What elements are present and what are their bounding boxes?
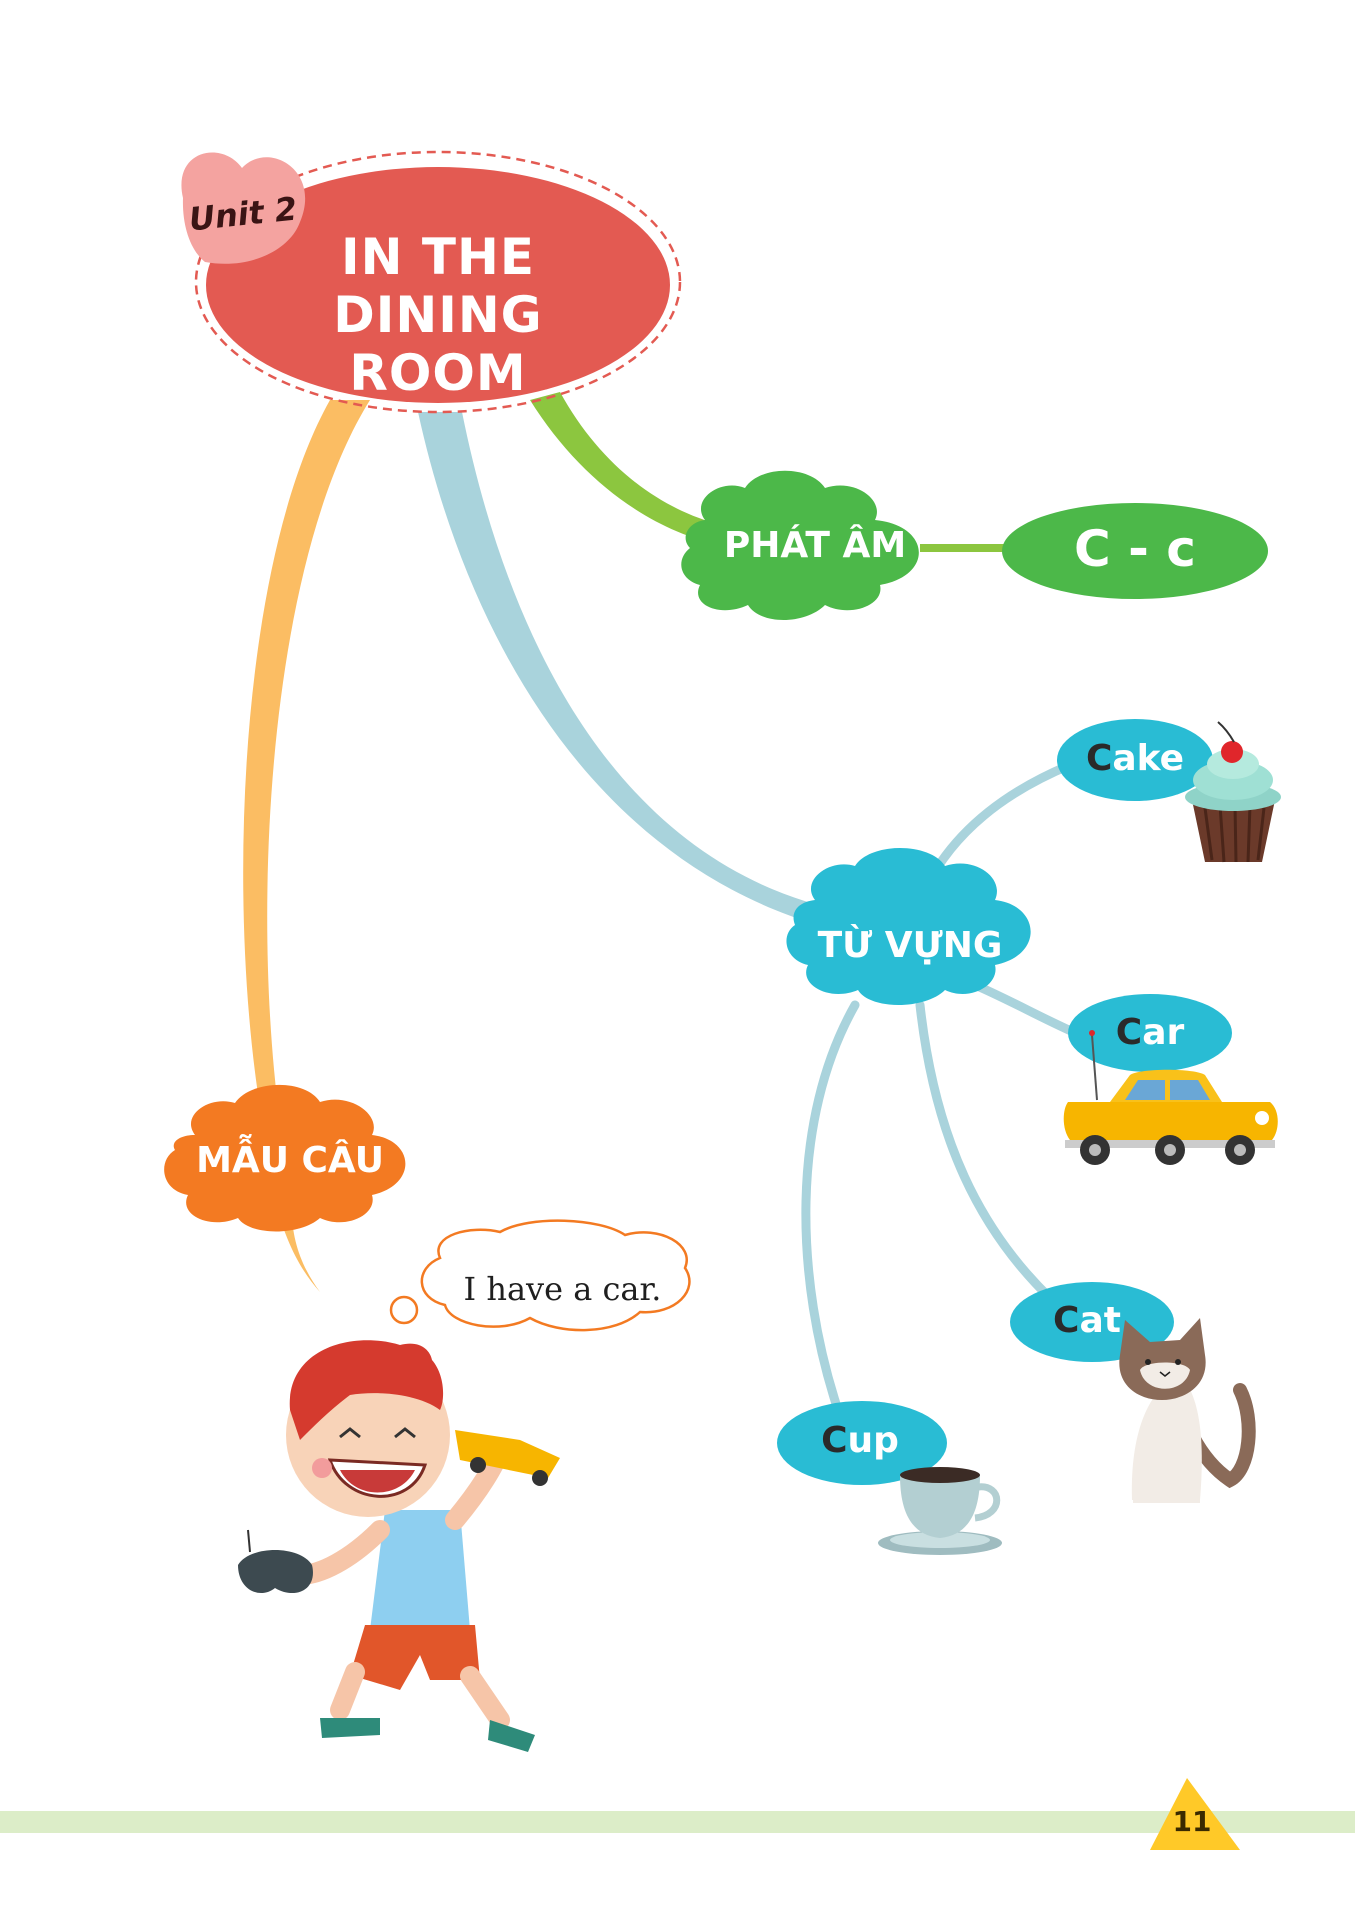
car-bubble bbox=[1068, 994, 1232, 1072]
cup-bubble bbox=[777, 1401, 947, 1485]
footer-bar bbox=[0, 1811, 1355, 1833]
thought-bubble bbox=[420, 1219, 691, 1332]
cupcake-illustration bbox=[1185, 721, 1281, 863]
car-branch-line bbox=[970, 980, 1085, 1040]
phonics-cloud bbox=[681, 470, 919, 620]
sentence-node bbox=[164, 1084, 691, 1332]
vocabulary-branch-line bbox=[418, 412, 818, 925]
phonics-branch-line bbox=[530, 392, 722, 545]
yellow-car-illustration bbox=[1063, 1030, 1278, 1165]
sentence-cloud bbox=[164, 1084, 406, 1232]
vocabulary-node bbox=[777, 719, 1232, 1485]
unit-heart-badge bbox=[181, 152, 306, 264]
phonics-node bbox=[681, 470, 1268, 620]
title-oval-border bbox=[194, 150, 682, 414]
title-line-1: IN THE bbox=[341, 228, 535, 286]
cup-branch-line bbox=[801, 1000, 860, 1415]
cake-bubble bbox=[1057, 719, 1213, 801]
letter-oval bbox=[1002, 503, 1268, 599]
thought-dot bbox=[389, 1295, 419, 1325]
cat-illustration bbox=[1119, 1318, 1256, 1503]
cat-branch-line bbox=[915, 1000, 1055, 1303]
page-footer bbox=[0, 1778, 1355, 1850]
title-oval bbox=[206, 167, 670, 403]
boy-with-toy-car-illustration bbox=[238, 1340, 560, 1752]
page-title: IN THE DINING ROOM bbox=[258, 220, 618, 402]
sentence-branch-line bbox=[243, 400, 370, 1122]
coffee-cup-illustration bbox=[878, 1467, 1002, 1555]
vocabulary-cloud bbox=[786, 848, 1031, 1005]
title-line-2: DINING ROOM bbox=[333, 286, 543, 402]
page-number-triangle bbox=[1150, 1778, 1240, 1850]
title-node bbox=[181, 150, 682, 414]
